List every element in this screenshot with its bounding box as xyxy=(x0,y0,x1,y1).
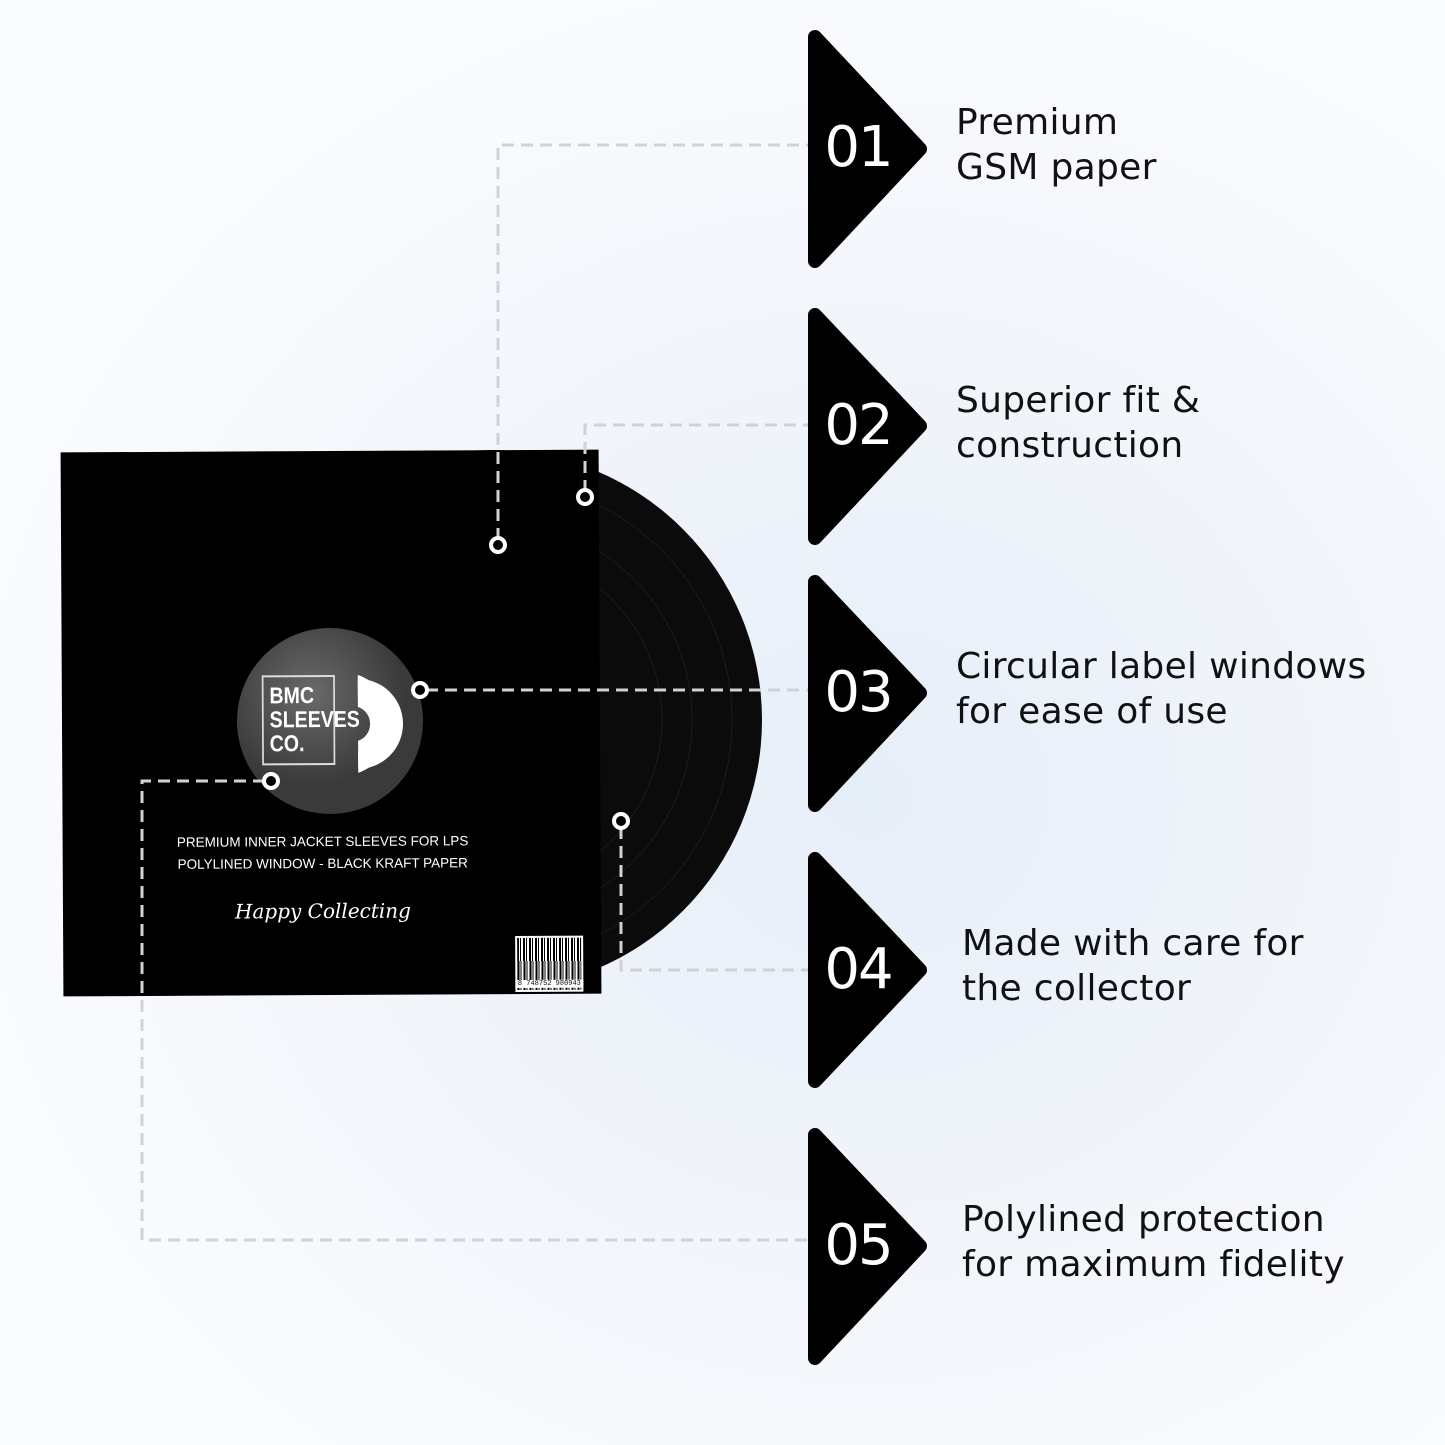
feature-title: Superior fit & xyxy=(956,380,1201,421)
feature-title: GSM paper xyxy=(956,147,1157,188)
marker-dot-5 xyxy=(262,772,280,790)
feature-title: for ease of use xyxy=(956,691,1228,732)
feature-title: Circular label windows xyxy=(956,646,1367,687)
feature-number: 04 xyxy=(824,937,893,1002)
feature-title: Made with care for xyxy=(962,923,1304,964)
marker-dot-4 xyxy=(612,812,630,830)
label-window xyxy=(236,628,423,815)
feature-number: 01 xyxy=(824,115,893,180)
triangle-marker-4 xyxy=(808,852,927,1088)
connector-2 xyxy=(583,423,808,492)
marker-dot-3 xyxy=(411,681,429,699)
feature-title: for maximum fidelity xyxy=(962,1244,1345,1285)
triangle-marker-2 xyxy=(808,308,927,545)
feature-3: Circular label windows for ease of use xyxy=(956,644,1367,734)
feature-number: 05 xyxy=(824,1213,893,1278)
feature-title: Premium xyxy=(956,102,1119,143)
triangle-marker-3 xyxy=(808,575,927,812)
record-sleeve: BMC SLEEVES CO. PREMIUM INNER JACKET SLE… xyxy=(60,449,602,997)
triangle-marker-5 xyxy=(808,1128,927,1365)
feature-title: the collector xyxy=(962,968,1192,1009)
connector-4 xyxy=(619,827,808,972)
feature-5: Polylined protection for maximum fidelit… xyxy=(962,1197,1345,1287)
feature-title: Polylined protection xyxy=(962,1199,1325,1240)
feature-4: Made with care for the collector xyxy=(962,921,1304,1011)
connector-5 xyxy=(140,779,808,1242)
connector-1 xyxy=(496,143,808,540)
feature-title: construction xyxy=(956,425,1184,466)
feature-number: 02 xyxy=(824,393,893,458)
triangle-marker-1 xyxy=(808,30,927,268)
feature-2: Superior fit & construction xyxy=(956,378,1200,468)
marker-dot-2 xyxy=(576,488,594,506)
feature-1: Premium GSM paper xyxy=(956,100,1157,190)
feature-number: 03 xyxy=(824,660,893,725)
marker-dot-1 xyxy=(489,536,507,554)
